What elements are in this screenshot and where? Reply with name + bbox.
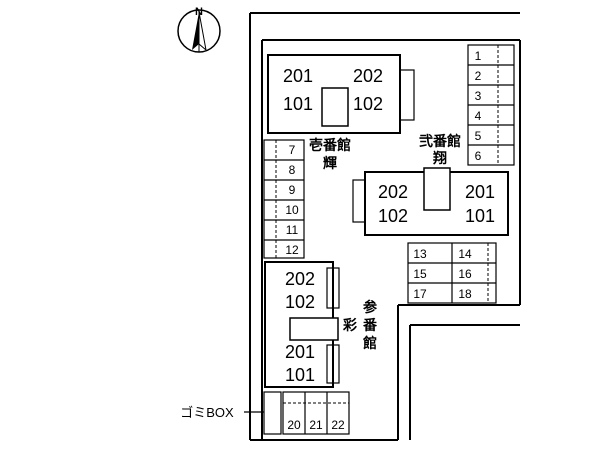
parking-slot-label: 5	[475, 129, 482, 143]
garbage-box-label: ゴミBOX	[180, 405, 234, 420]
parking-slot-label: 4	[475, 109, 482, 123]
building-name: 弐番館	[419, 133, 461, 150]
parking-bottom-row: 20 21 22	[282, 391, 350, 435]
parking-slot-label: 22	[331, 418, 345, 432]
parking-slot-label: 10	[285, 203, 299, 217]
building-2: 202 201 102 101 弐番館 翔	[352, 133, 509, 236]
parking-slot-label: 2	[475, 69, 482, 83]
unit-label: 202	[378, 182, 408, 202]
unit-label: 101	[465, 206, 495, 226]
parking-slot-label: 11	[286, 223, 299, 237]
building-name-char: 館	[362, 335, 377, 352]
parking-slot-label: 3	[475, 89, 482, 103]
unit-label: 101	[285, 365, 315, 385]
parking-slot-label: 21	[309, 418, 323, 432]
building-1: 201 202 101 102 壱番館 輝	[267, 54, 415, 172]
parking-slot-label: 20	[287, 418, 301, 432]
unit-label: 201	[283, 66, 313, 86]
parking-slot-label: 9	[289, 183, 296, 197]
parking-slot-label: 7	[289, 143, 296, 157]
parking-slot-label: 14	[458, 247, 472, 261]
building-subname: 翔	[432, 150, 447, 167]
garbage-box: ゴミBOX	[180, 391, 282, 435]
parking-left-column: 7 8 9 10 11 12	[263, 139, 305, 259]
unit-label: 101	[283, 94, 313, 114]
unit-label: 201	[285, 342, 315, 362]
unit-label: 201	[465, 182, 495, 202]
parking-slot-label: 8	[289, 163, 296, 177]
parking-slot-label: 12	[285, 243, 299, 257]
parking-slot-label: 13	[413, 247, 427, 261]
building-name-char: 参	[363, 299, 378, 316]
parking-slot-label: 18	[458, 287, 472, 301]
building-name-char: 番	[362, 317, 378, 334]
unit-label: 202	[285, 269, 315, 289]
parking-slot-label: 1	[475, 49, 482, 63]
building-subname: 輝	[323, 155, 337, 172]
parking-slot-label: 16	[458, 267, 472, 281]
parking-center-grid: 13 14 15 16 17 18	[407, 242, 497, 304]
building-3: 202 102 201 101 彩 参 番 館	[264, 261, 378, 388]
unit-label: 102	[378, 206, 408, 226]
unit-label: 102	[285, 292, 315, 312]
north-label: N	[195, 6, 203, 18]
parking-right-column: 1 2 3 4 5 6	[467, 44, 515, 166]
unit-label: 202	[353, 66, 383, 86]
building-3-name-vertical: 参 番 館	[362, 299, 378, 352]
building-subname: 彩	[342, 317, 357, 334]
building-name: 壱番館	[309, 137, 351, 154]
parking-slot-label: 17	[413, 287, 427, 301]
unit-label: 102	[353, 94, 383, 114]
parking-slot-label: 6	[475, 149, 482, 163]
north-compass-icon: N	[177, 6, 221, 53]
site-boundary	[249, 12, 521, 441]
parking-slot-label: 15	[413, 267, 427, 281]
